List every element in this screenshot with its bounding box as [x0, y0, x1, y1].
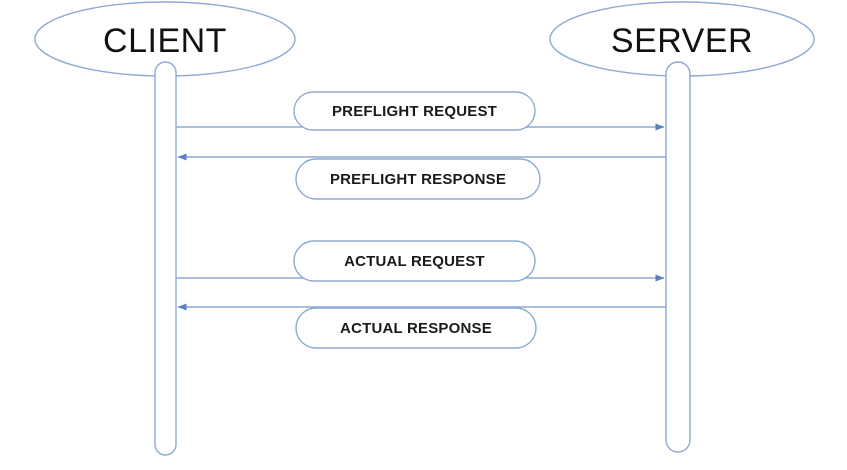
- message-3-label-box: [293, 240, 536, 282]
- message-4-label-box: [295, 307, 537, 349]
- server-label: SERVER: [611, 22, 753, 60]
- message-actual-request[interactable]: ACTUAL REQUEST: [176, 240, 665, 282]
- message-2-label: PREFLIGHT RESPONSE: [330, 171, 506, 188]
- message-1-label: PREFLIGHT REQUEST: [332, 103, 497, 120]
- actor-server[interactable]: SERVER: [549, 1, 815, 77]
- message-preflight-request[interactable]: PREFLIGHT REQUEST: [176, 91, 665, 131]
- message-4-label: ACTUAL RESPONSE: [340, 320, 492, 337]
- message-2-label-box: [295, 158, 541, 200]
- actor-client[interactable]: CLIENT: [34, 1, 296, 77]
- message-1-label-box: [293, 91, 536, 131]
- client-lifeline: [154, 61, 177, 456]
- message-preflight-response[interactable]: PREFLIGHT RESPONSE: [177, 153, 666, 200]
- message-3-label: ACTUAL REQUEST: [344, 253, 485, 270]
- message-actual-response[interactable]: ACTUAL RESPONSE: [177, 303, 666, 349]
- client-label: CLIENT: [103, 22, 227, 60]
- server-lifeline: [665, 61, 691, 453]
